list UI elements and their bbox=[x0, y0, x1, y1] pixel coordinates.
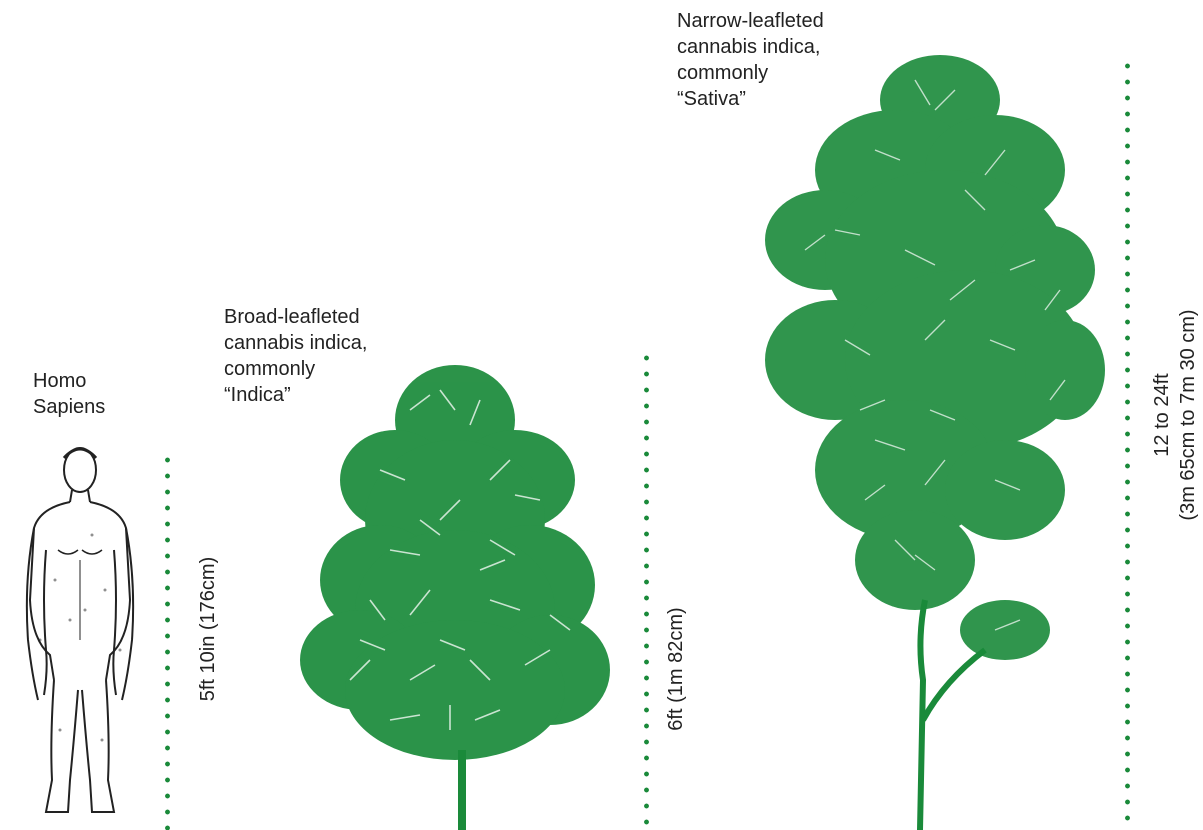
height-line-human bbox=[165, 452, 170, 830]
human-figure bbox=[10, 440, 150, 820]
height-label-human: 5ft 10in (176cm) bbox=[195, 529, 221, 729]
height-line-indica bbox=[644, 350, 649, 830]
label-human: Homo Sapiens bbox=[33, 368, 105, 420]
height-label-sativa: 12 to 24ft (3m 65cm to 7m 30 cm) bbox=[1149, 270, 1201, 560]
sativa-plant bbox=[745, 40, 1105, 830]
indica-plant bbox=[290, 350, 620, 830]
height-label-indica: 6ft (1m 82cm) bbox=[663, 579, 689, 759]
height-line-sativa bbox=[1125, 58, 1130, 830]
